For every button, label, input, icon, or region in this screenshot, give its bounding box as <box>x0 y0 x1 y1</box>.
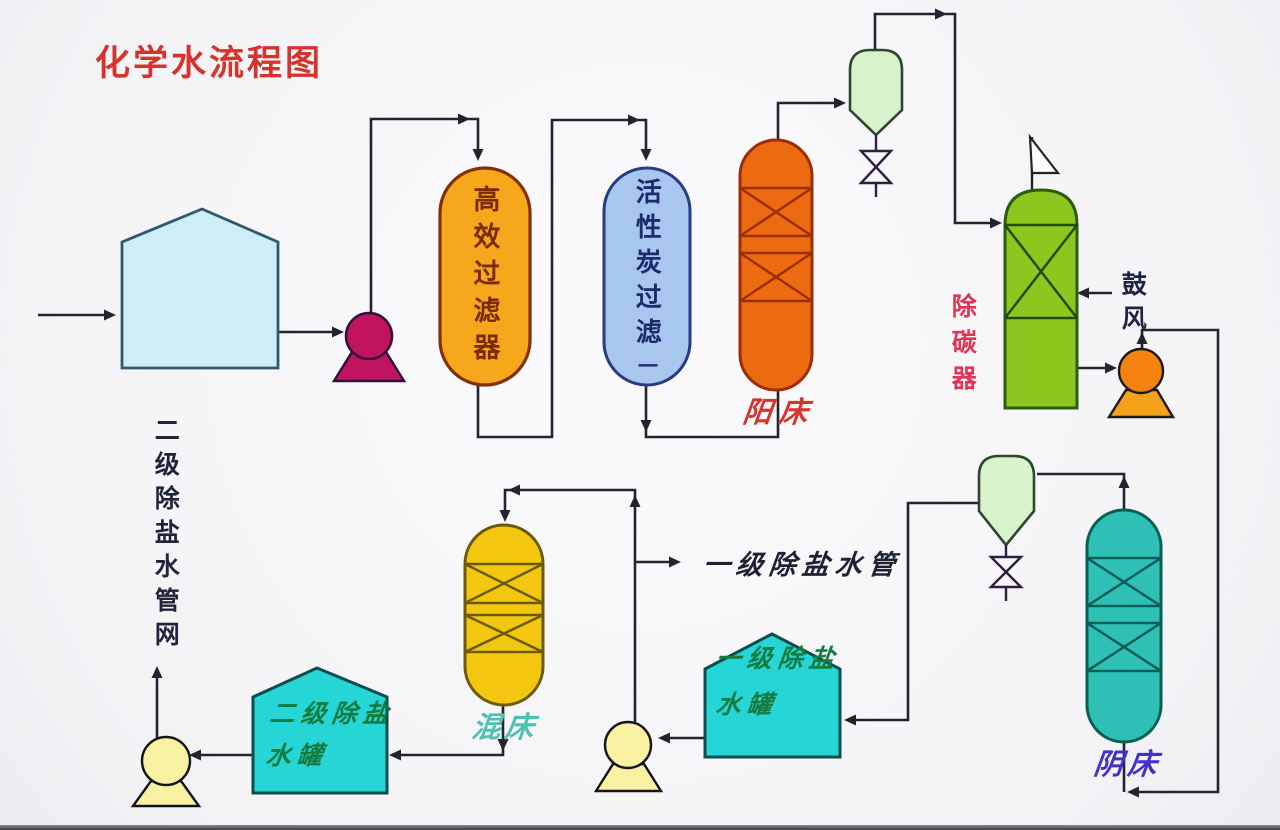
pipe-hopper1-to-decarb <box>873 12 999 225</box>
primary-demin-pump <box>593 720 664 793</box>
arrow-right <box>104 309 116 321</box>
pipe-feedpump-to-filter <box>369 117 480 312</box>
arrow-right <box>1105 362 1117 374</box>
cation-bed-label: 阳床 <box>740 395 818 429</box>
arrow-left <box>389 749 401 761</box>
feed-pump <box>331 311 407 383</box>
primary-demin-pipe-label: 一级除盐水管 <box>701 550 903 581</box>
arrow-right <box>669 556 681 568</box>
decarbonizer-packing <box>1004 223 1078 320</box>
pump-body <box>603 720 653 770</box>
arrow-up <box>1118 476 1130 488</box>
pipe-mixedbed-to-secondarytank <box>392 705 505 757</box>
secondary-demin-network-label: 二级除盐水管网 <box>151 417 181 655</box>
bottom-edge-shadow <box>0 825 1280 830</box>
raw-water-tank <box>120 207 280 370</box>
decarbonizer-body <box>1003 188 1079 410</box>
arrow-right <box>834 97 846 109</box>
cation-bed-packing <box>739 186 813 303</box>
vent-flag-icon <box>1028 133 1061 175</box>
blower-pump <box>1106 347 1176 419</box>
secondary-demin-pump <box>130 735 202 808</box>
diagram-title: 化学水流程图 <box>95 44 324 84</box>
arrow-down <box>499 510 511 522</box>
cation-bed-column <box>738 138 814 392</box>
pump-body <box>1117 347 1165 395</box>
secondary-tank-label-line1: 二级除盐 <box>268 699 396 728</box>
flow-arrows <box>104 8 1148 798</box>
decarbonizer-label: 除碳器 <box>948 293 978 401</box>
primary-tank-label-line2: 水罐 <box>714 690 780 719</box>
hopper-valve-top <box>848 48 904 197</box>
pipe-anion-to-hopper2 <box>1037 472 1126 510</box>
pump-body <box>344 311 394 361</box>
arrow-left <box>1077 287 1089 299</box>
arrow-down <box>497 739 509 751</box>
arrow-right <box>332 326 344 338</box>
valve-icon <box>988 545 1024 601</box>
arrow-left <box>189 749 201 761</box>
hopper-body <box>848 48 904 137</box>
mixed-bed-column <box>463 523 545 707</box>
blower-label: 鼓风 <box>1118 271 1148 339</box>
secondary-tank-label-line2: 水罐 <box>264 741 330 770</box>
hopper-body <box>977 454 1036 548</box>
anion-bed-label: 阴床 <box>1091 747 1165 781</box>
arrow-left <box>1127 786 1139 798</box>
high-efficiency-filter-label: 高效过滤器 <box>468 185 500 370</box>
high-efficiency-filter-vessel <box>438 166 532 387</box>
pipe-cation-to-hopper1 <box>776 101 843 140</box>
arrow-down <box>640 420 652 432</box>
arrow-down <box>472 149 484 161</box>
arrow-down <box>640 149 652 161</box>
arrow-left <box>508 484 520 496</box>
hopper-valve-mid <box>977 454 1036 601</box>
pipe-filter-to-carbon <box>476 118 648 439</box>
mixed-bed-packing <box>464 562 544 654</box>
primary-tank-label-line1: 一级除盐 <box>714 644 842 673</box>
arrow-left <box>658 732 670 744</box>
arrow-up <box>629 495 641 507</box>
arrow-up <box>1136 332 1148 344</box>
activated-carbon-filter-label: 活性炭过滤 <box>631 178 662 353</box>
valve-icon <box>858 135 894 197</box>
decarbonizer-column <box>1003 133 1079 410</box>
arrow-right <box>628 114 640 126</box>
anion-bed-column <box>1085 508 1163 744</box>
arrow-right <box>458 113 470 125</box>
activated-carbon-filter-vessel <box>602 166 692 387</box>
primary-demin-tank <box>703 632 842 759</box>
secondary-demin-tank <box>251 666 389 795</box>
pipe-hopper2-to-primarytank <box>847 501 979 722</box>
arrow-right <box>990 217 1002 229</box>
arrow-right <box>935 8 947 20</box>
anion-bed-packing <box>1086 556 1162 673</box>
pipe-pump1-to-mixedbed <box>503 488 637 722</box>
arrow-left <box>844 714 856 726</box>
arrow-up <box>151 666 163 678</box>
activated-carbon-filter-label-suffix: 一 <box>638 354 658 378</box>
mixed-bed-label: 混床 <box>469 710 541 744</box>
pipe-carbon-to-cation <box>644 372 780 439</box>
pump-body <box>140 735 192 787</box>
